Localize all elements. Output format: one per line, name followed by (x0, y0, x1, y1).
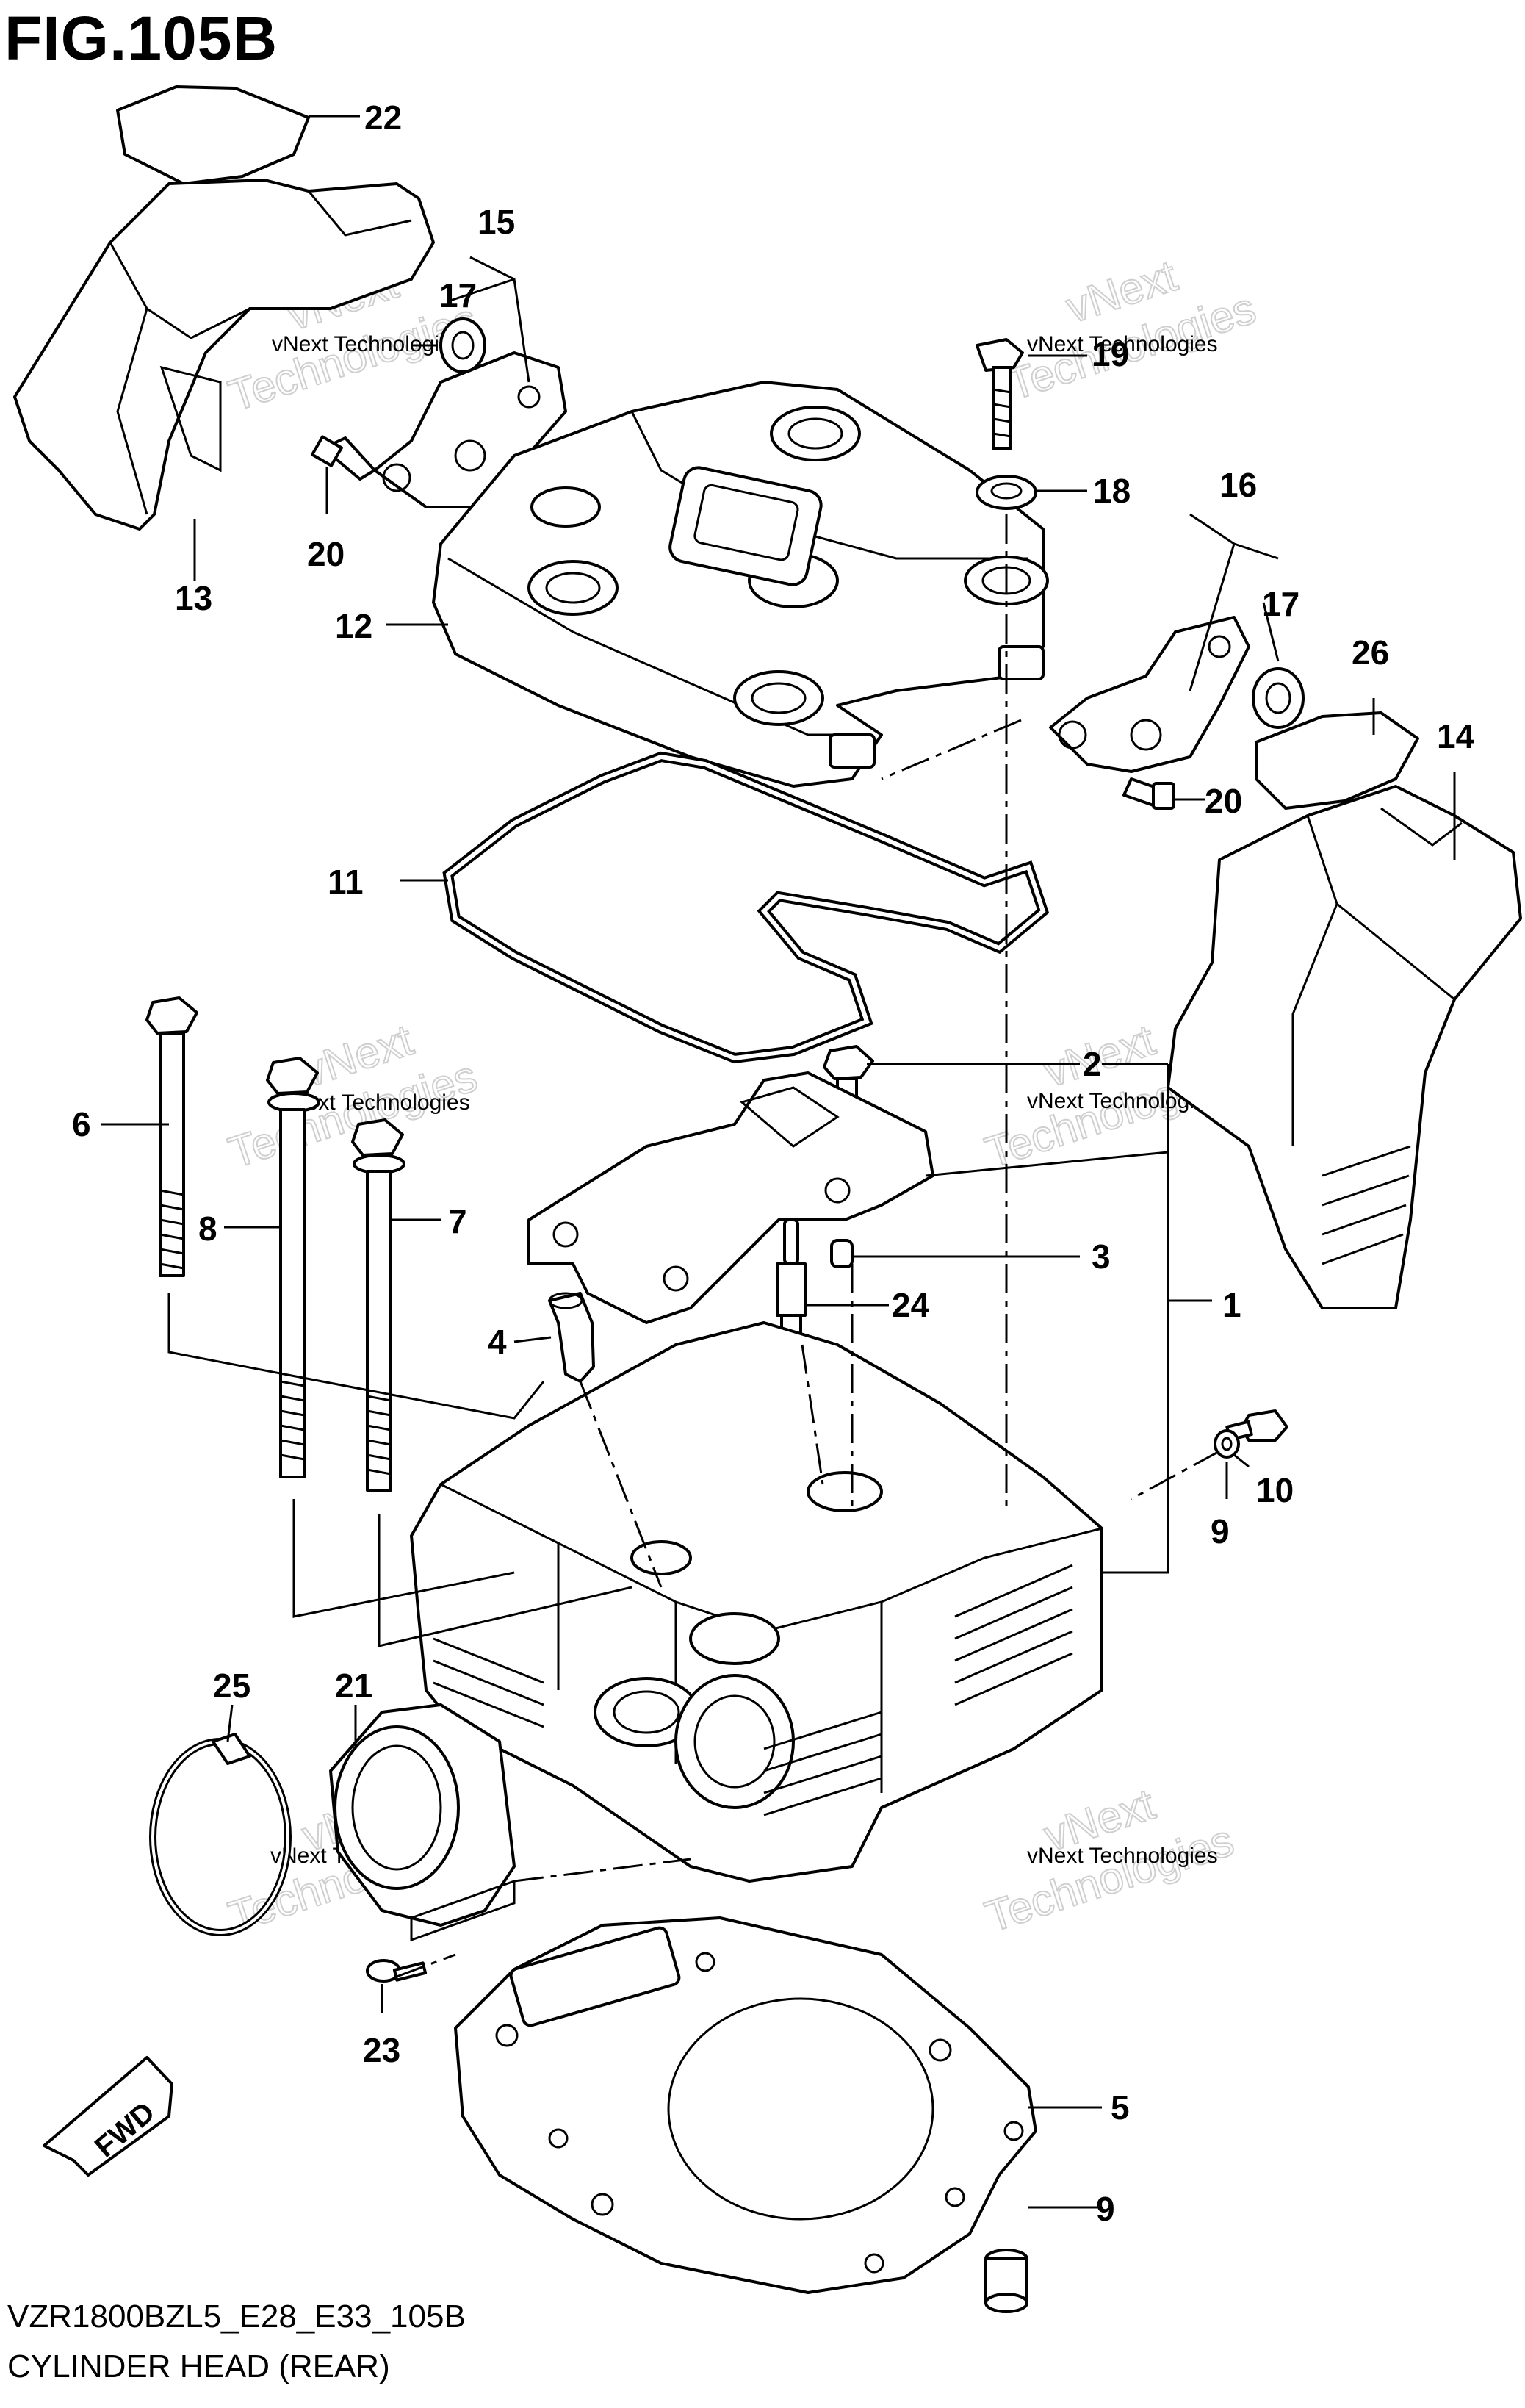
callout-24: 25 (213, 1667, 250, 1705)
model-code: VZR1800BZL5_E28_E33_105B (7, 2299, 466, 2335)
part-5-head-gasket (454, 1916, 1037, 2294)
callout-5: 5 (1111, 2088, 1130, 2127)
part-4-pin (548, 1292, 595, 1383)
callout-20-right: 20 (1205, 782, 1242, 820)
callout-23: 23 (363, 2031, 400, 2069)
watermark-text: vNext Technologies (1027, 332, 1218, 356)
callout-6: 6 (72, 1105, 91, 1143)
part-16-bracket-right (1049, 616, 1250, 773)
callout-8: 8 (198, 1210, 217, 1248)
callout-19: 19 (1092, 335, 1129, 373)
leader-lines (101, 115, 1456, 2209)
callout-1: 1 (1222, 1286, 1241, 1324)
part-9-dowel (984, 2249, 1028, 2313)
part-1-cylinder-head (410, 1321, 1103, 1883)
callout-13: 11 (328, 863, 364, 901)
watermark-mid-left: vNext Technologies vNext Technologies (222, 1014, 483, 1178)
part-17-grommet-top (439, 317, 486, 373)
part-20-bolt-top (311, 435, 376, 481)
fwd-arrow-icon: FWD (43, 2056, 173, 2177)
callout-7: 7 (448, 1202, 467, 1240)
part-8-bolt (266, 1057, 320, 1478)
part-24-clamp (149, 1733, 292, 1936)
part-11-washer (1214, 1429, 1240, 1459)
callout-15: 14 (1437, 717, 1475, 755)
callout-4: 4 (488, 1323, 507, 1361)
callout-17-top: 17 (439, 276, 477, 315)
callout-14: 13 (175, 579, 212, 617)
figure-name: CYLINDER HEAD (REAR) (7, 2348, 390, 2384)
callout-2: 2 (1083, 1045, 1102, 1083)
watermark-text: vNext Technologies (1027, 1844, 1218, 1868)
part-14-head-cover-left (13, 179, 435, 531)
figure-title: FIG.105B (4, 4, 278, 73)
part-15-head-cover-right (1167, 785, 1522, 1309)
callout-17-right: 17 (1262, 585, 1299, 623)
part-19-bolt (976, 338, 1024, 450)
part-22-intake-pipe (329, 1703, 516, 1942)
watermark-top-right: vNext Technologies vNext Technologies (1001, 250, 1262, 410)
callout-21: 24 (892, 1286, 930, 1324)
part-13-head-cover-gasket (442, 751, 1050, 1064)
part-6-bolt (145, 996, 198, 1277)
part-23-screw (366, 1959, 428, 1983)
callout-9: 9 (1096, 2190, 1115, 2228)
callout-22: 21 (335, 1667, 372, 1705)
part-17-grommet-right (1252, 667, 1305, 729)
callout-26: 26 (1352, 633, 1389, 672)
part-16-bracket-top (373, 351, 567, 508)
callout-labels: 22 13 15 17 20 12 19 18 16 17 20 26 14 1… (72, 98, 1475, 2228)
part-20-bolt-right (1122, 777, 1175, 810)
part-12-cylinder-head-cover (432, 381, 1049, 788)
callout-11: 9 (1211, 1512, 1230, 1550)
part-3-camshaft-holder (527, 1071, 934, 1324)
callout-16-right: 16 (1219, 466, 1257, 504)
part-25-sheet (116, 85, 310, 185)
part-7-bolt (351, 1118, 405, 1492)
callout-18: 18 (1093, 472, 1131, 510)
callout-3: 3 (1092, 1237, 1111, 1276)
assembly-lines (167, 514, 1220, 1978)
watermark-bottom-right: vNext Technologies vNext Technologies (978, 1778, 1240, 1942)
part-26-sheet (1255, 711, 1419, 810)
callout-12: 12 (335, 607, 372, 645)
part-3-dowel (830, 1239, 854, 1268)
part-18-washer (976, 475, 1037, 510)
part-21-spark-plug (776, 1218, 807, 1346)
callout-16-top: 15 (477, 203, 515, 241)
callout-25: 22 (364, 98, 402, 137)
callout-20-top: 20 (307, 535, 345, 573)
callout-10: 10 (1256, 1471, 1294, 1509)
